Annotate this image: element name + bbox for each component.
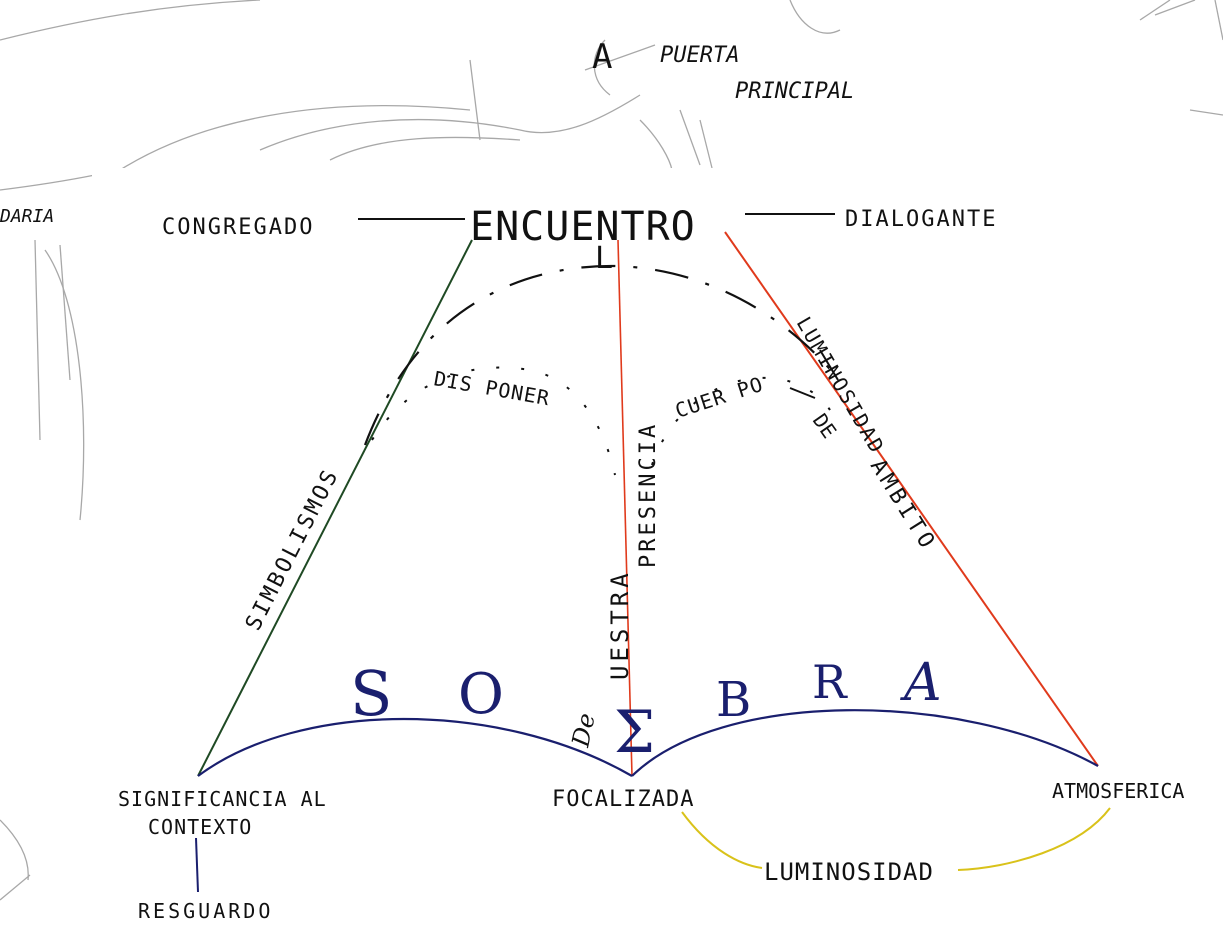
sombra-letter: S bbox=[350, 657, 392, 730]
sombra-letter: A bbox=[900, 653, 942, 713]
label-luminosidad-bottom: LUMINOSIDAD bbox=[764, 858, 934, 886]
node-encuentro: ENCUENTRO bbox=[470, 204, 696, 250]
edge-left-green bbox=[197, 239, 473, 777]
sombra-letter: B bbox=[716, 672, 751, 728]
node-congregado: CONGREGADO bbox=[162, 215, 314, 240]
edge-right-red bbox=[724, 231, 1099, 767]
sketch-label-puerta: PUERTA bbox=[660, 43, 739, 68]
outer-dashdot-arch bbox=[363, 264, 836, 446]
arc-right-navy bbox=[631, 709, 1099, 777]
node-significancia: SIGNIFICANCIA AL bbox=[118, 787, 327, 811]
edge-center-red bbox=[617, 239, 633, 777]
node-contexto: CONTEXTO bbox=[148, 815, 252, 839]
arc-left-navy bbox=[197, 717, 633, 777]
node-l-marker: L bbox=[595, 241, 613, 276]
sombra-letter: R bbox=[812, 655, 848, 709]
label-presencia: PRESENCIA bbox=[636, 422, 661, 568]
label-uestra: UESTRA bbox=[606, 569, 634, 680]
node-resguardo: RESGUARDO bbox=[138, 899, 273, 923]
sombra-word: S O Σ B R A bbox=[350, 653, 942, 766]
node-focalizada: FOCALIZADA bbox=[552, 787, 694, 812]
sombra-letter: O bbox=[458, 662, 504, 727]
sketch-label-principal: PRINCIPAL bbox=[735, 79, 854, 104]
arch-right-dash bbox=[789, 349, 839, 399]
node-atmosferica: ATMOSFERICA bbox=[1052, 779, 1184, 803]
sketch-label-a: A bbox=[592, 37, 612, 77]
sketch-label-left: DARIA bbox=[0, 206, 54, 227]
connector-resguardo bbox=[195, 837, 199, 893]
node-dialogante: DIALOGANTE bbox=[845, 207, 997, 232]
paper-sheet bbox=[92, 168, 1223, 934]
arc-luminosidad-yellow bbox=[681, 807, 1111, 871]
sombra-letter: Σ bbox=[614, 698, 655, 766]
